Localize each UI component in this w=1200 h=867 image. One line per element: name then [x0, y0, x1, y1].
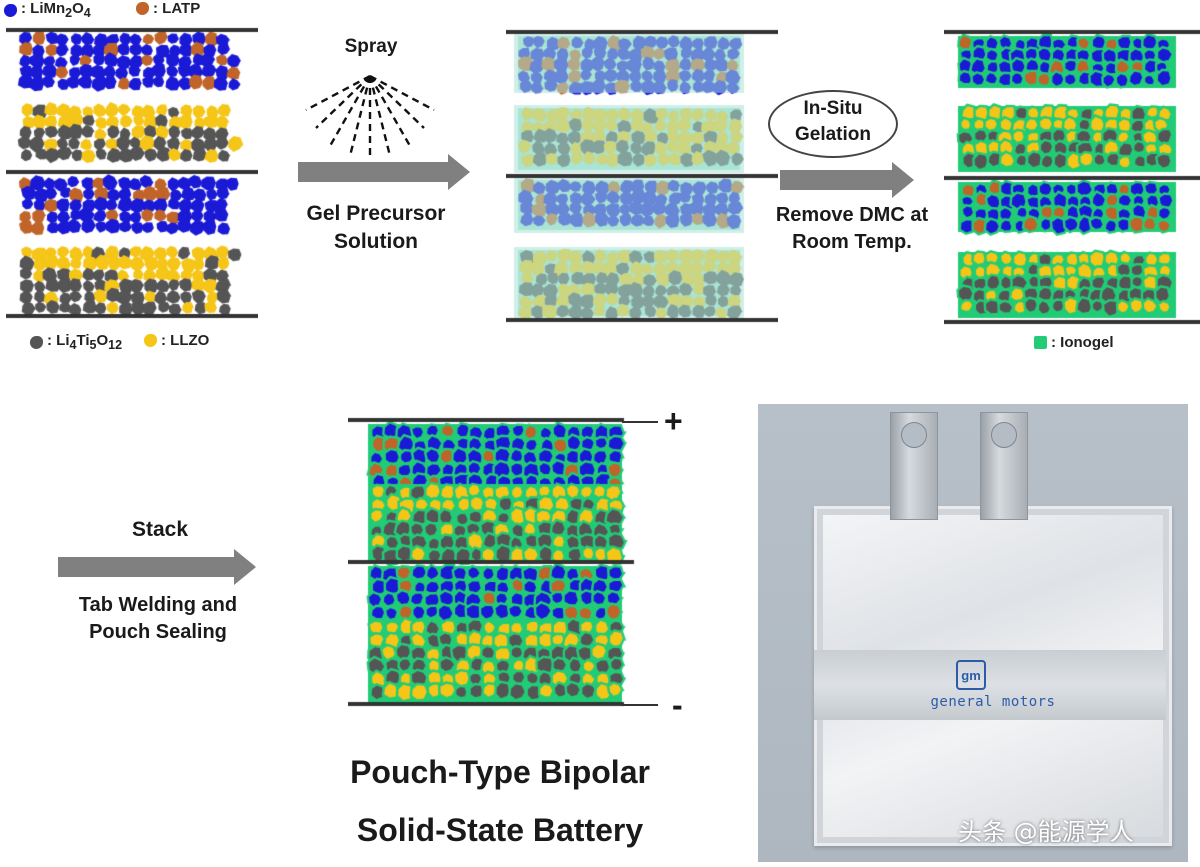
arrow-spray	[298, 154, 470, 190]
legend-anode: : Li4Ti5O12	[30, 332, 122, 352]
legend-latp-label: : LATP	[153, 0, 201, 17]
positive-lead	[622, 421, 658, 423]
watermark: 头条 @能源学人	[958, 818, 1134, 846]
spray-label: Spray	[344, 36, 398, 57]
arrow-gelation	[780, 162, 914, 198]
tab-hole	[991, 422, 1017, 448]
panel-ionogel-formed	[944, 26, 1200, 326]
positive-terminal: +	[664, 403, 683, 439]
stack-label: Stack	[131, 518, 189, 541]
negative-terminal: -	[672, 687, 683, 723]
legend-ionogel: : Ionogel	[1034, 334, 1114, 351]
spray-icon	[305, 74, 435, 158]
ionogel-icon	[1034, 336, 1047, 349]
tab-left	[890, 412, 938, 520]
legend-latp: : LATP	[136, 0, 200, 17]
arrow-stack	[58, 549, 256, 585]
legend-llzo-label: : LLZO	[161, 332, 210, 349]
negative-lead	[622, 704, 658, 706]
pouch-cell-photo: gm general motors 头条 @能源学人	[758, 404, 1188, 862]
anode-particle-icon	[30, 335, 43, 349]
tab-right	[980, 412, 1028, 520]
llzo-particle-icon	[144, 334, 157, 347]
legend-anode-label: : Li4Ti5O12	[47, 332, 123, 352]
legend-cathode-label: : LiMn2O4	[21, 0, 91, 20]
legend-cathode: : LiMn2O4	[4, 0, 91, 20]
panel-bipolar-stack	[348, 414, 660, 710]
in-situ-gelation-badge	[768, 90, 898, 158]
tab-hole	[901, 422, 927, 448]
legend-ionogel-label: : Ionogel	[1051, 334, 1114, 351]
cathode-particle-icon	[4, 3, 17, 17]
legend-llzo: : LLZO	[144, 332, 209, 349]
brand-name: general motors	[930, 694, 1056, 710]
panel-dry-electrodes	[6, 24, 258, 322]
panel-gel-infiltrated	[506, 28, 778, 326]
gm-logo: gm	[956, 660, 986, 690]
label-band	[814, 650, 1166, 720]
latp-particle-icon	[136, 2, 149, 15]
